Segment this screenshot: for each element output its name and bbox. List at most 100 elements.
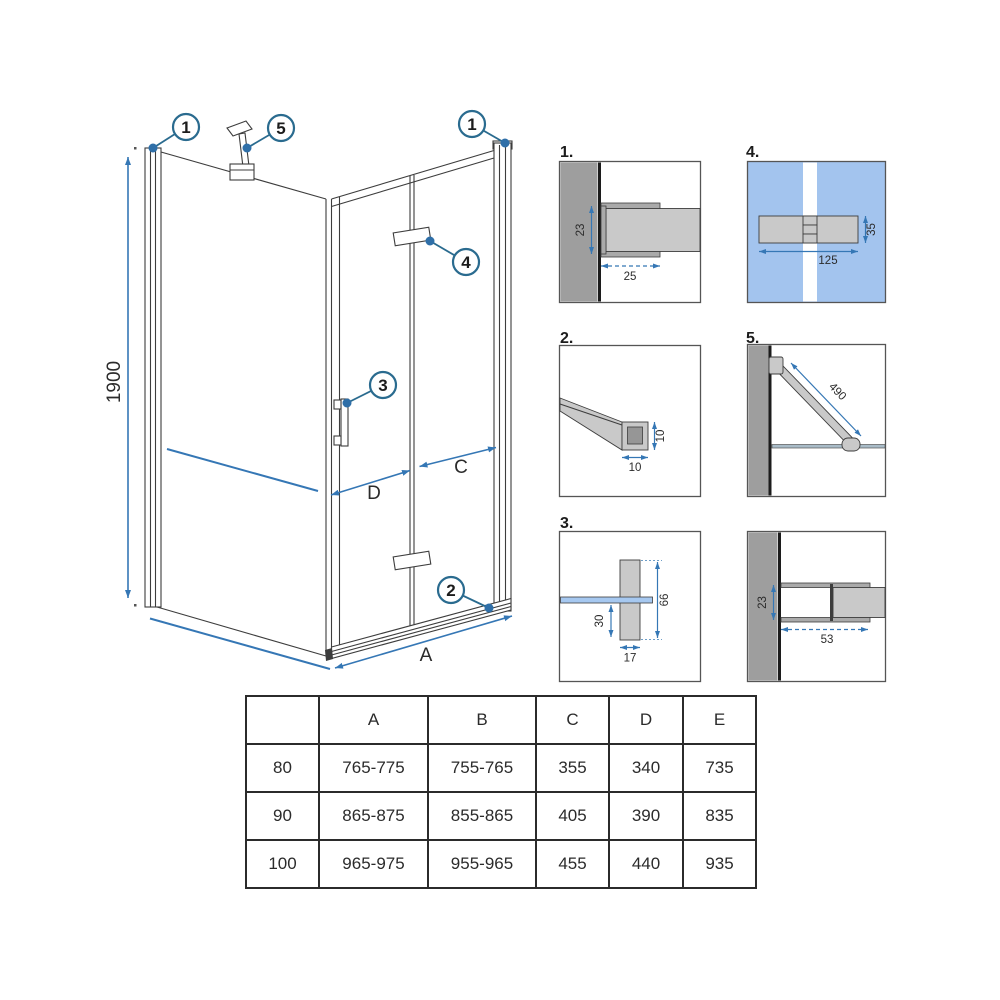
wall xyxy=(748,345,769,496)
cell-d: 440 xyxy=(608,839,684,889)
detail-2-dim-height: 10 xyxy=(652,422,667,450)
cell-d: 340 xyxy=(608,743,684,793)
svg-text:10: 10 xyxy=(655,430,667,443)
detail-5: 5. 490 xyxy=(746,330,887,498)
detail-6-dim-depth: 23 xyxy=(757,585,776,620)
detail-1-dim-width: 25 xyxy=(601,263,660,283)
cell-e: 735 xyxy=(682,743,757,793)
svg-text:35: 35 xyxy=(866,223,878,236)
dimension-a: A xyxy=(334,615,513,669)
svg-text:53: 53 xyxy=(821,634,834,646)
corner-post xyxy=(325,199,333,656)
header-cell-d: D xyxy=(608,695,684,745)
callout-wall-profile-left: 1 xyxy=(148,112,201,153)
cell-b: 755-765 xyxy=(427,743,537,793)
dimension-c: C xyxy=(419,446,497,478)
svg-text:25: 25 xyxy=(624,271,637,283)
detail-2-dim-width: 10 xyxy=(622,455,648,474)
cell-size: 80 xyxy=(245,743,320,793)
cell-e: 835 xyxy=(682,791,757,841)
svg-text:17: 17 xyxy=(624,653,637,665)
main-drawing: 1900 xyxy=(104,109,513,670)
cell-size: 100 xyxy=(245,839,320,889)
detail-3-dim-bottom-offset: 30 xyxy=(594,605,614,637)
cell-a: 765-775 xyxy=(318,743,429,793)
door-handle xyxy=(333,398,349,447)
header-cell-b: B xyxy=(427,695,537,745)
detail-3-dim-total-height: 66 xyxy=(655,562,671,638)
fold-hinge-top xyxy=(392,226,432,247)
detail-5-label: 5. xyxy=(746,330,759,347)
callout-wall-profile-right: 1 xyxy=(457,109,510,148)
cell-c: 405 xyxy=(535,791,610,841)
cell-a: 965-975 xyxy=(318,839,429,889)
svg-text:1: 1 xyxy=(467,115,476,134)
detail-3-label: 3. xyxy=(560,515,573,532)
dimension-d: D xyxy=(330,469,411,504)
glass-panel xyxy=(605,208,701,252)
detail-1: 1. 23 25 xyxy=(558,144,702,304)
dim-c-label: C xyxy=(454,457,468,478)
svg-text:3: 3 xyxy=(378,376,387,395)
detail-2-label: 2. xyxy=(560,330,573,347)
callout-bottom-rail: 2 xyxy=(436,575,494,613)
glass-panel xyxy=(560,596,653,604)
callout-fold-hinge: 4 xyxy=(425,236,481,277)
glass-panel-edge xyxy=(771,444,886,449)
detail-4: 4. 125 35 xyxy=(746,144,887,304)
cell-b: 855-865 xyxy=(427,791,537,841)
detail-4-dim-length: 125 xyxy=(759,249,858,267)
header-cell-c: C xyxy=(535,695,610,745)
cell-c: 355 xyxy=(535,743,610,793)
svg-text:66: 66 xyxy=(659,594,671,607)
side-glass-panel xyxy=(149,151,331,670)
cell-size: 90 xyxy=(245,791,320,841)
wall-mount xyxy=(768,356,784,375)
size-table-header-row: A B C D E xyxy=(245,695,757,745)
svg-text:10: 10 xyxy=(629,462,642,474)
detail-4-label: 4. xyxy=(746,144,759,161)
detail-2: 2. 10 10 xyxy=(558,330,702,498)
callout-support-bar: 5 xyxy=(242,113,296,153)
svg-text:1: 1 xyxy=(181,118,190,137)
header-cell-a: A xyxy=(318,695,429,745)
detail-3: 3. 66 30 17 xyxy=(558,515,702,683)
detail-1-dim-depth: 23 xyxy=(575,206,594,254)
size-row-100: 100 965-975 955-965 455 440 935 xyxy=(245,839,757,889)
glass-panel xyxy=(832,587,886,618)
callout-handle: 3 xyxy=(342,370,398,408)
cell-b: 955-965 xyxy=(427,839,537,889)
right-wall-profile xyxy=(492,140,513,612)
cell-c: 455 xyxy=(535,839,610,889)
detail-6: 23 53 xyxy=(746,530,887,683)
svg-text:23: 23 xyxy=(575,224,587,237)
svg-text:125: 125 xyxy=(818,255,837,267)
dim-d-label: D xyxy=(367,483,381,504)
left-wall-profile xyxy=(144,147,162,608)
detail-4-dim-height: 35 xyxy=(863,216,878,243)
detail-1-label: 1. xyxy=(560,144,573,161)
height-dimension: 1900 xyxy=(104,147,137,607)
header-cell-blank xyxy=(245,695,320,745)
svg-text:5: 5 xyxy=(276,119,285,138)
rail-end-cap xyxy=(325,648,333,661)
cell-e: 935 xyxy=(682,839,757,889)
detail-6-dim-width: 53 xyxy=(781,627,868,646)
svg-text:2: 2 xyxy=(446,581,455,600)
detail-3-dim-width: 17 xyxy=(620,645,640,665)
dim-a-label: A xyxy=(420,645,433,666)
folding-door xyxy=(331,149,495,648)
svg-text:30: 30 xyxy=(594,615,606,628)
size-row-90: 90 865-875 855-865 405 390 835 xyxy=(245,791,757,841)
size-table-container: A B C D E 80 765-775 755-765 355 340 735… xyxy=(245,695,757,889)
size-row-80: 80 765-775 755-765 355 340 735 xyxy=(245,743,757,793)
bottom-rail xyxy=(325,597,512,661)
cell-d: 390 xyxy=(608,791,684,841)
svg-text:23: 23 xyxy=(757,596,769,609)
svg-text:4: 4 xyxy=(461,253,471,272)
glass-mount xyxy=(841,437,861,452)
header-cell-e: E xyxy=(682,695,757,745)
size-table: A B C D E 80 765-775 755-765 355 340 735… xyxy=(245,695,757,889)
